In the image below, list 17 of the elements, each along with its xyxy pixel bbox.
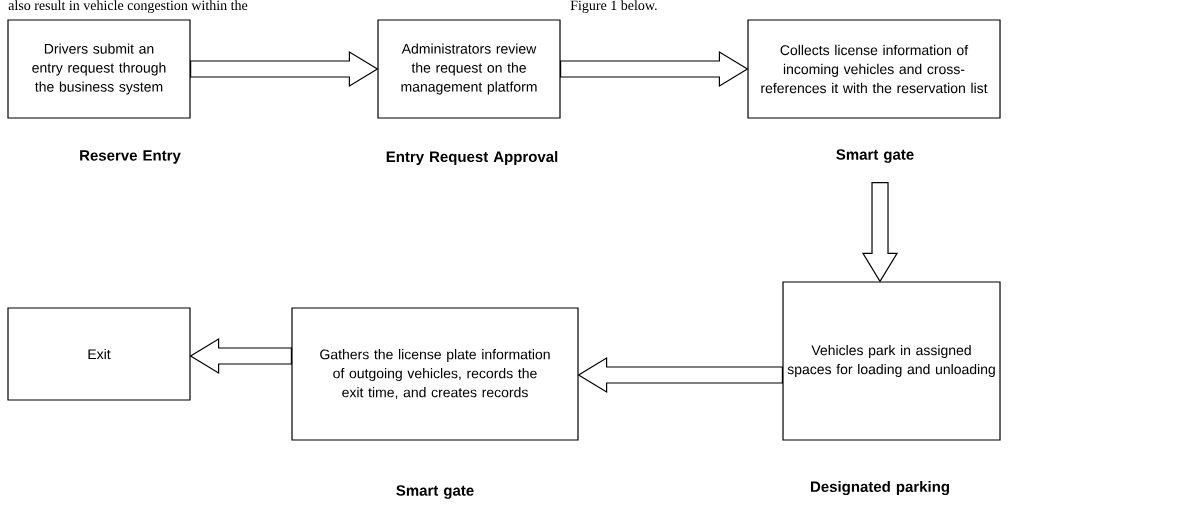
- step-label: Entry Request Approval: [386, 151, 558, 165]
- block-arrow: [861, 182, 899, 283]
- step-label: Reserve Entry: [80, 150, 181, 164]
- process-box: Exit: [7, 307, 191, 401]
- step-label: Smart gate: [836, 149, 914, 163]
- process-box: Vehicles park in assigned spaces for loading and unloading: [782, 281, 1001, 441]
- process-box: Administrators review the request on the management platform: [377, 19, 561, 119]
- step-label: Designated parking: [811, 481, 949, 496]
- step-label: Smart gate: [396, 485, 474, 499]
- process-box: Drivers submit an entry request through the business system: [7, 19, 191, 119]
- body-text: Figure 1 below.: [570, 0, 657, 13]
- block-arrow: [560, 50, 749, 88]
- block-arrow: [577, 356, 783, 394]
- process-box: Gathers the license plate information of outgoing vehicles, records the exit time, and creates records: [291, 307, 579, 441]
- block-arrow: [190, 50, 379, 88]
- block-arrow: [189, 337, 292, 375]
- process-box: Collects license information of incoming vehicles and cross-references it with the reservation list: [747, 19, 1001, 119]
